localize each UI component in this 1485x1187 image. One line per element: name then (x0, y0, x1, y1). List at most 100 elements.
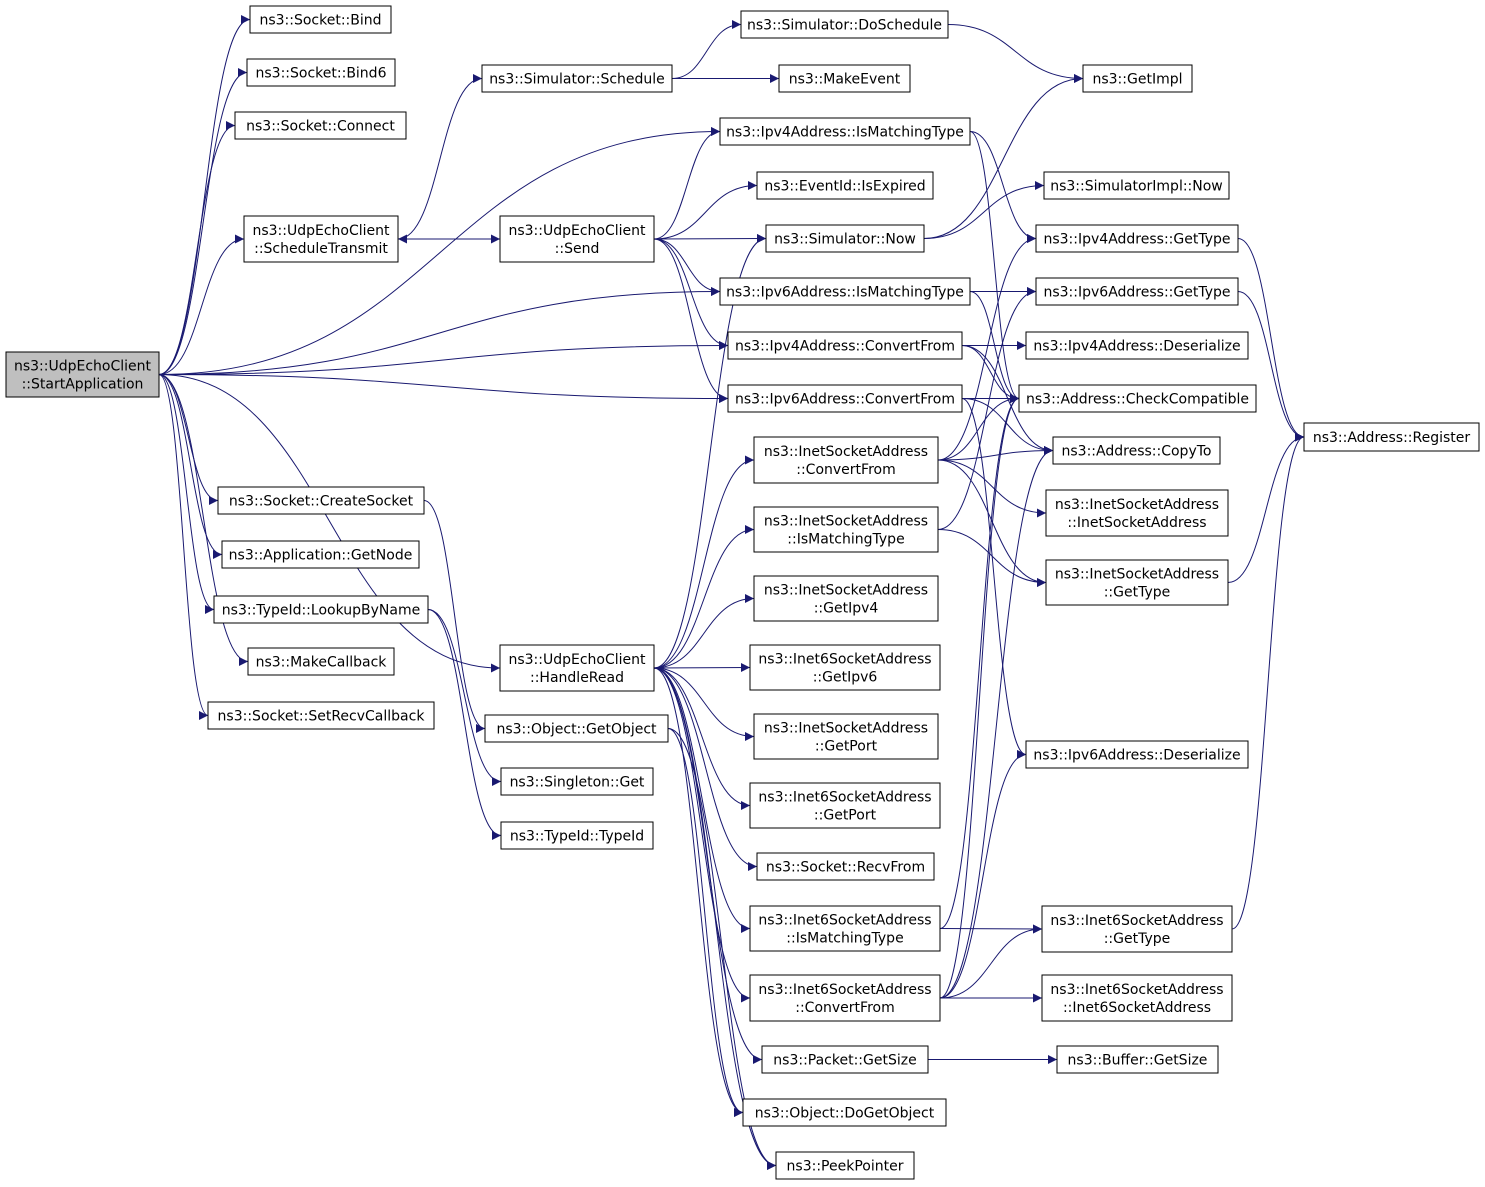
node-label: ns3::Socket::SetRecvCallback (218, 709, 426, 725)
node-inet6-get-ipv6[interactable]: ns3::Inet6SocketAddress::GetIpv6 (749, 644, 941, 691)
node-peek-pointer[interactable]: ns3::PeekPointer (775, 1151, 915, 1180)
edge-start_app-to-schedule_transmit (158, 234, 245, 375)
edge-ipv6_convert_from-to-addr_copy_to (961, 398, 1054, 455)
node-label: ns3::InetSocketAddress (1055, 497, 1219, 513)
node-box (217, 486, 425, 515)
node-label: ns3::EventId::IsExpired (764, 179, 925, 195)
node-box (1035, 277, 1239, 306)
edge-start_app-to-make_callback (158, 374, 249, 666)
node-inet-get-type[interactable]: ns3::InetSocketAddress::GetType (1045, 559, 1229, 606)
node-udp-send[interactable]: ns3::UdpEchoClient::Send (499, 215, 655, 263)
edge-sim_do_schedule-to-get_impl (947, 24, 1084, 83)
node-set-recv-callback[interactable]: ns3::Socket::SetRecvCallback (207, 701, 435, 730)
node-socket-bind[interactable]: ns3::Socket::Bind (249, 5, 392, 34)
node-buffer-get-size[interactable]: ns3::Buffer::GetSize (1056, 1045, 1219, 1074)
node-inet6-get-port[interactable]: ns3::Inet6SocketAddress::GetPort (749, 782, 941, 829)
node-socket-connect[interactable]: ns3::Socket::Connect (234, 111, 407, 140)
node-inet-ctor[interactable]: ns3::InetSocketAddress::InetSocketAddres… (1045, 489, 1229, 537)
node-box (756, 171, 934, 200)
node-label: ns3::Ipv6Address::ConvertFrom (735, 392, 955, 408)
node-sim-schedule[interactable]: ns3::Simulator::Schedule (481, 64, 673, 93)
node-label: ns3::Simulator::Schedule (489, 72, 665, 88)
edge-start_app-to-get_node (158, 374, 223, 559)
node-get-impl[interactable]: ns3::GetImpl (1082, 64, 1193, 93)
node-box (742, 1098, 947, 1127)
node-label: ns3::Ipv4Address::IsMatchingType (726, 125, 964, 141)
node-inet6-is-matching[interactable]: ns3::Inet6SocketAddress::IsMatchingType (749, 905, 941, 952)
node-socket-bind6[interactable]: ns3::Socket::Bind6 (246, 58, 396, 87)
node-inet-convert-from[interactable]: ns3::InetSocketAddress::ConvertFrom (753, 436, 939, 484)
edge-udp_send-to-eventid_is_expired (653, 181, 758, 240)
node-get-object[interactable]: ns3::Object::GetObject (484, 714, 669, 743)
node-inet6-get-type[interactable]: ns3::Inet6SocketAddress::GetType (1041, 905, 1233, 953)
node-box (749, 782, 941, 829)
node-inet6-convert-from[interactable]: ns3::Inet6SocketAddress::ConvertFrom (749, 974, 941, 1022)
node-label: ns3::Inet6SocketAddress (758, 790, 931, 806)
node-label: ::Inet6SocketAddress (1063, 1000, 1211, 1016)
node-socket-recv-from[interactable]: ns3::Socket::RecvFrom (756, 852, 935, 881)
node-label: ns3::TypeId::TypeId (510, 829, 644, 845)
node-label: ns3::InetSocketAddress (1055, 567, 1219, 583)
node-addr-check-compatible[interactable]: ns3::Address::CheckCompatible (1018, 384, 1257, 413)
node-addr-register[interactable]: ns3::Address::Register (1303, 422, 1480, 452)
node-ipv4-is-matching[interactable]: ns3::Ipv4Address::IsMatchingType (719, 117, 971, 146)
node-singleton-get[interactable]: ns3::Singleton::Get (500, 767, 654, 796)
edge-lookup_by_name-to-singleton_get (427, 609, 502, 786)
node-simimpl-now[interactable]: ns3::SimulatorImpl::Now (1043, 171, 1230, 200)
node-object-do-get-object[interactable]: ns3::Object::DoGetObject (742, 1098, 947, 1127)
node-ipv4-get-type[interactable]: ns3::Ipv4Address::GetType (1035, 224, 1239, 253)
node-box (749, 644, 941, 691)
node-label: ns3::UdpEchoClient (252, 223, 390, 239)
node-packet-get-size[interactable]: ns3::Packet::GetSize (761, 1045, 929, 1074)
node-handle-read[interactable]: ns3::UdpEchoClient::HandleRead (499, 644, 655, 692)
node-box (1052, 436, 1221, 465)
node-ipv6-get-type[interactable]: ns3::Ipv6Address::GetType (1035, 277, 1239, 306)
node-label: ::IsMatchingType (786, 931, 903, 947)
node-eventid-is-expired[interactable]: ns3::EventId::IsExpired (756, 171, 934, 200)
node-label: ns3::Ipv4Address::ConvertFrom (735, 339, 955, 355)
edge-inet6_convert_from-to-addr_copy_to (939, 446, 1054, 999)
node-label: ns3::Buffer::GetSize (1068, 1053, 1208, 1069)
node-box (727, 331, 963, 360)
node-get-node[interactable]: ns3::Application::GetNode (221, 540, 420, 569)
node-ipv4-convert-from[interactable]: ns3::Ipv4Address::ConvertFrom (727, 331, 963, 360)
node-create-socket[interactable]: ns3::Socket::CreateSocket (217, 486, 425, 515)
node-label: ns3::Socket::Bind (259, 13, 381, 29)
node-label: ::GetPort (815, 739, 878, 755)
edge-start_app-to-socket_bind (158, 15, 251, 375)
node-box (753, 436, 939, 484)
node-box (1018, 384, 1257, 413)
node-ipv6-deserialize[interactable]: ns3::Ipv6Address::Deserialize (1025, 740, 1249, 769)
node-inet-get-port[interactable]: ns3::InetSocketAddress::GetPort (753, 713, 939, 760)
edge-inet_convert_from-to-inet_ctor (937, 459, 1047, 518)
node-box (500, 821, 654, 850)
node-ipv6-convert-from[interactable]: ns3::Ipv6Address::ConvertFrom (727, 384, 963, 413)
node-start-app[interactable]: ns3::UdpEchoClient::StartApplication (5, 351, 160, 398)
node-typeid-typeid[interactable]: ns3::TypeId::TypeId (500, 821, 654, 850)
edge-schedule_transmit-to-sim_schedule (397, 74, 483, 240)
node-box (1025, 740, 1249, 769)
node-schedule-transmit[interactable]: ns3::UdpEchoClient::ScheduleTransmit (243, 215, 399, 263)
node-lookup-by-name[interactable]: ns3::TypeId::LookupByName (213, 595, 429, 624)
node-ipv4-deserialize[interactable]: ns3::Ipv4Address::Deserialize (1025, 331, 1249, 360)
node-ipv6-is-matching[interactable]: ns3::Ipv6Address::IsMatchingType (719, 277, 971, 306)
node-label: ns3::Inet6SocketAddress (1050, 982, 1223, 998)
edge-get_object-to-peek_pointer (667, 728, 777, 1170)
node-box (765, 224, 925, 253)
node-sim-do-schedule[interactable]: ns3::Simulator::DoSchedule (740, 10, 949, 39)
node-make-event[interactable]: ns3::MakeEvent (778, 64, 911, 93)
node-inet-get-ipv4[interactable]: ns3::InetSocketAddress::GetIpv4 (753, 575, 939, 622)
edge-udp_send-to-ipv4_is_matching (653, 127, 721, 240)
node-label: ns3::MakeEvent (789, 72, 901, 88)
node-make-callback[interactable]: ns3::MakeCallback (247, 647, 395, 676)
edge-start_app-to-socket_bind6 (158, 68, 248, 375)
node-inet6-ctor[interactable]: ns3::Inet6SocketAddress::Inet6SocketAddr… (1041, 974, 1233, 1022)
node-label: ::GetType (1104, 585, 1171, 601)
node-sim-now[interactable]: ns3::Simulator::Now (765, 224, 925, 253)
node-inet-is-matching[interactable]: ns3::InetSocketAddress::IsMatchingType (753, 506, 939, 553)
edge-start_app-to-lookup_by_name (158, 374, 215, 614)
node-addr-copy-to[interactable]: ns3::Address::CopyTo (1052, 436, 1221, 465)
node-box (719, 277, 971, 306)
node-label: ns3::Application::GetNode (229, 548, 413, 564)
